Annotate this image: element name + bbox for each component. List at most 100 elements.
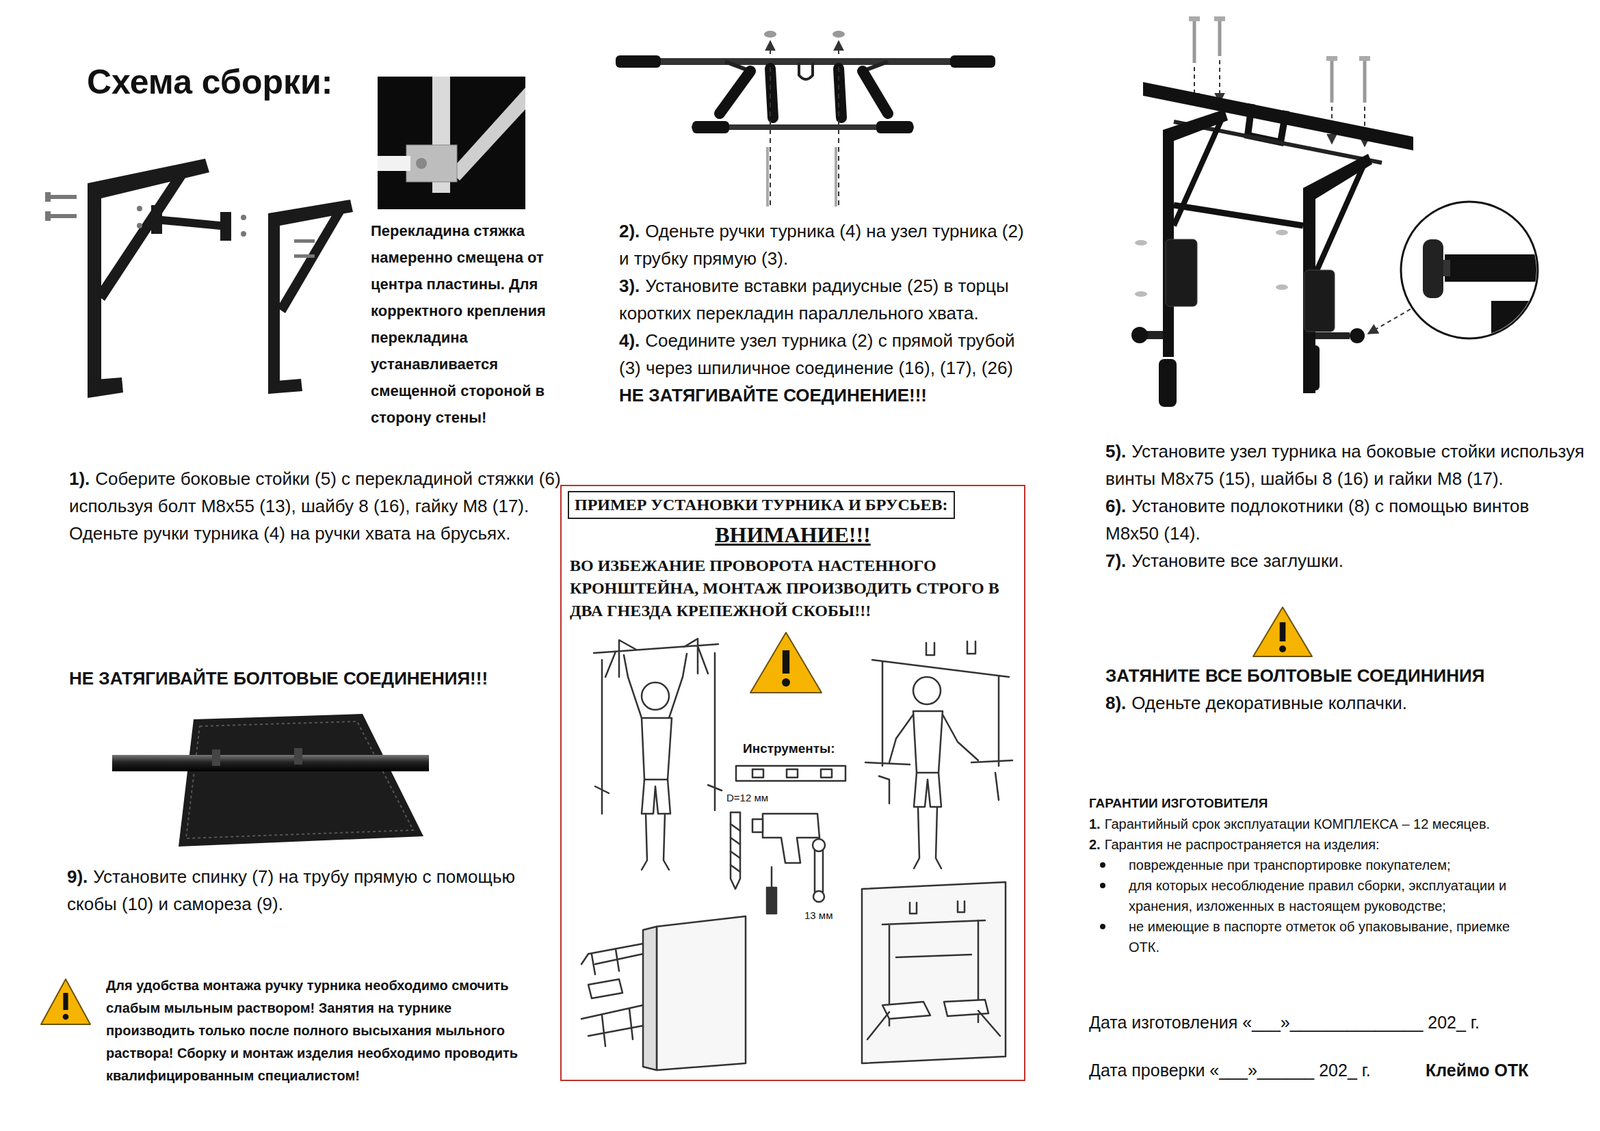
example-heading: ПРИМЕР УСТАНОВКИ ТУРНИКА И БРУСЬЕВ: bbox=[574, 494, 949, 516]
assembled-frame-drawing bbox=[1422, 239, 1444, 299]
installation-sketch bbox=[909, 901, 965, 914]
pullup-unit-drawing bbox=[615, 55, 661, 68]
pullup-unit-drawing bbox=[719, 71, 888, 114]
section-heading: ГАРАНТИИ ИЗГОТОВИТЕЛЯ bbox=[1089, 793, 1582, 815]
side-stands-drawing bbox=[136, 205, 143, 212]
warning-sign bbox=[781, 678, 791, 687]
assembled-frame-drawing bbox=[1303, 153, 1373, 200]
assembled-frame-drawing bbox=[1491, 300, 1546, 349]
pullup-unit-drawing bbox=[832, 30, 845, 38]
installation-sketch bbox=[813, 891, 825, 903]
installation-sketch bbox=[882, 1002, 931, 1020]
step-number: 3). bbox=[619, 275, 640, 297]
assembled-frame-drawing bbox=[1304, 270, 1335, 332]
assembled-frame-drawing bbox=[1275, 284, 1289, 291]
warning-note: ЗАТЯНИТЕ ВСЕ БОЛТОВЫЕ СОЕДИНИНИЯ bbox=[1105, 662, 1585, 690]
body-text: Оденьте декоративные колпачки. bbox=[1131, 692, 1408, 714]
offset-crossbar-photo bbox=[377, 76, 526, 210]
text-block: поврежденные при транспортировке покупат… bbox=[1128, 855, 1540, 876]
backrest-photo bbox=[112, 714, 429, 847]
assembled-frame-drawing bbox=[1158, 359, 1177, 408]
offset-crossbar-photo bbox=[406, 145, 457, 182]
text-block: 4).Соедините узел турника (2) с прямой т… bbox=[619, 326, 1037, 382]
assembled-frame-drawing bbox=[1304, 345, 1320, 391]
installation-sketch bbox=[889, 714, 979, 763]
pullup-unit-drawing bbox=[619, 58, 992, 65]
step-number: 6). bbox=[1105, 495, 1126, 517]
assembled-frame-drawing bbox=[1131, 326, 1148, 344]
side-stands-drawing bbox=[95, 168, 189, 301]
step-number: 4). bbox=[619, 330, 640, 351]
bold-text: Перекладина стяжка намеренно смещена от … bbox=[370, 222, 546, 427]
assembled-frame-drawing bbox=[1275, 229, 1289, 236]
heading-box: ПРИМЕР УСТАНОВКИ ТУРНИКА И БРУСЬЕВ: bbox=[567, 491, 955, 520]
installation-sketch bbox=[641, 779, 671, 815]
side-stands-drawing bbox=[45, 192, 315, 258]
assembled-frame-drawing bbox=[1444, 254, 1541, 282]
bold-text: НЕ ЗАТЯГИВАЙТЕ БОЛТОВЫЕ СОЕДИНЕНИЯ!!! bbox=[69, 668, 488, 689]
offset-crossbar-photo bbox=[377, 76, 526, 210]
installation-sketch bbox=[581, 943, 644, 975]
body-text: Гарантия не распространяется на изделия: bbox=[1104, 837, 1380, 853]
assembled-frame-drawing bbox=[1134, 240, 1148, 246]
bullet-dot bbox=[1099, 883, 1106, 889]
body-text: Установите все заглушки. bbox=[1131, 550, 1344, 572]
assembled-frame-drawing bbox=[1134, 291, 1148, 297]
warning-sign bbox=[1279, 645, 1287, 653]
warning-sign bbox=[1279, 622, 1287, 642]
step-number: 2. bbox=[1089, 837, 1101, 853]
side-stands-drawing bbox=[87, 183, 102, 392]
installation-sketch bbox=[730, 812, 741, 890]
text-block: для которых несоблюдение правил сборки, … bbox=[1128, 875, 1540, 917]
body-text: для которых несоблюдение правил сборки, … bbox=[1128, 878, 1507, 914]
text-block: 8).Оденьте декоративные колпачки. bbox=[1105, 689, 1585, 717]
installation-sketch bbox=[913, 677, 941, 705]
side-stands-drawing bbox=[49, 214, 77, 219]
body-text: Установите подлокотники (8) с помощью ви… bbox=[1105, 495, 1529, 544]
assembled-frame-drawing bbox=[1165, 239, 1198, 307]
assembled-frame-drawing bbox=[1214, 16, 1226, 22]
warning-frame: ВНИМАНИЕ!!!ВО ИЗБЕЖАНИЕ ПРОВОРОТА НАСТЕН… bbox=[560, 484, 1026, 1082]
assembled-frame-drawing bbox=[1441, 254, 1546, 349]
installation-sketch bbox=[926, 641, 976, 656]
body-text: Оденьте ручки турника (4) на узел турник… bbox=[619, 220, 1025, 269]
text-block: 5).Установите узел турника на боковые ст… bbox=[1105, 437, 1585, 493]
warning-note: НЕ ЗАТЯГИВАЙТЕ СОЕДИНЕНИЕ!!! bbox=[619, 381, 1037, 410]
pullup-unit-drawing bbox=[692, 121, 730, 134]
installation-sketch bbox=[814, 848, 823, 893]
body-text: Соедините узел турника (2) с прямой труб… bbox=[619, 330, 1016, 379]
warning-sign bbox=[1253, 607, 1313, 657]
page-title: Схема сборки: bbox=[86, 61, 333, 103]
assembled-frame-drawing bbox=[1315, 332, 1350, 340]
installation-sketch bbox=[581, 638, 1013, 1071]
side-stands-drawing bbox=[87, 377, 124, 399]
side-stands-drawing bbox=[162, 216, 221, 230]
text-block: 1.Гарантийный срок эксплуатации КОМПЛЕКС… bbox=[1089, 814, 1582, 835]
body-text: Соберите боковые стойки (5) с перекладин… bbox=[69, 468, 561, 517]
pullup-unit-drawing bbox=[769, 41, 771, 206]
installation-sketch bbox=[913, 711, 943, 773]
assembled-frame-drawing bbox=[1359, 56, 1371, 61]
text-block: 7).Установите все заглушки. bbox=[1105, 547, 1585, 575]
note-text: Перекладина стяжка намеренно смещена от … bbox=[370, 217, 576, 431]
pullup-unit-drawing bbox=[764, 30, 777, 38]
offset-crossbar-photo bbox=[415, 158, 427, 169]
assembled-frame-drawing bbox=[1143, 82, 1414, 151]
side-stands-drawing bbox=[220, 212, 232, 241]
bold-text: НЕ ЗАТЯГИВАЙТЕ СОЕДИНЕНИЕ!!! bbox=[619, 385, 927, 406]
installation-sketch bbox=[762, 814, 820, 864]
step-number: 5). bbox=[1105, 441, 1126, 462]
body-text: Установите вставки радиусные (25) в торц… bbox=[619, 275, 1009, 324]
body-text: Гарантийный срок эксплуатации КОМПЛЕКСА … bbox=[1104, 816, 1490, 832]
backrest-photo bbox=[294, 748, 303, 765]
pullup-unit-drawing bbox=[837, 41, 840, 206]
step-number: 8). bbox=[1105, 692, 1126, 714]
side-stands-drawing bbox=[294, 239, 315, 243]
date-field: Дата проверки «___»______ 202_ г. bbox=[1089, 1058, 1411, 1083]
text-block: 2).Оденьте ручки турника (4) на узел тур… bbox=[619, 217, 1037, 273]
installation-sketch bbox=[593, 638, 719, 678]
installation-sketch bbox=[623, 653, 687, 719]
backrest-photo bbox=[186, 721, 414, 839]
assembled-frame-drawing bbox=[1188, 16, 1371, 61]
step-number: 1. bbox=[1089, 816, 1101, 832]
